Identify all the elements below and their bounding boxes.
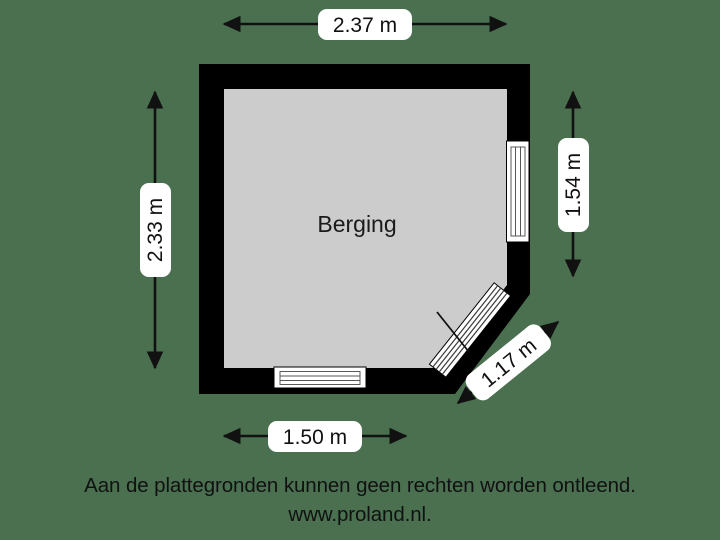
dimension-left-label: 2.33 m [144,198,167,262]
dimension-label-bg [465,324,551,401]
dimension-left: 2.33 m [140,90,171,370]
dimension-label-bg [268,421,362,452]
website-url: www.proland.nl. [288,503,432,526]
dimension-top: 2.37 m [222,9,508,40]
dimension-bottom: 1.50 m [222,421,408,452]
disclaimer-line-1: Aan de plattegronden kunnen geen rechten… [84,474,636,497]
dimension-top-label: 2.37 m [333,14,397,37]
dimension-label-bg [558,138,589,232]
window-glass [510,146,526,237]
window-glass [279,371,361,385]
dimension-right-label: 1.54 m [562,153,585,217]
dimension-label-bg [318,9,412,40]
wall-outline [199,64,530,394]
room-name-label: Berging [317,211,396,237]
dimension-bottom-label: 1.50 m [283,426,347,449]
window-bottom-wall [273,366,367,389]
dimension-label-bg [140,183,171,277]
dimension-right: 1.54 m [558,90,589,278]
room-floor [224,89,507,368]
window-right-wall [506,140,530,243]
